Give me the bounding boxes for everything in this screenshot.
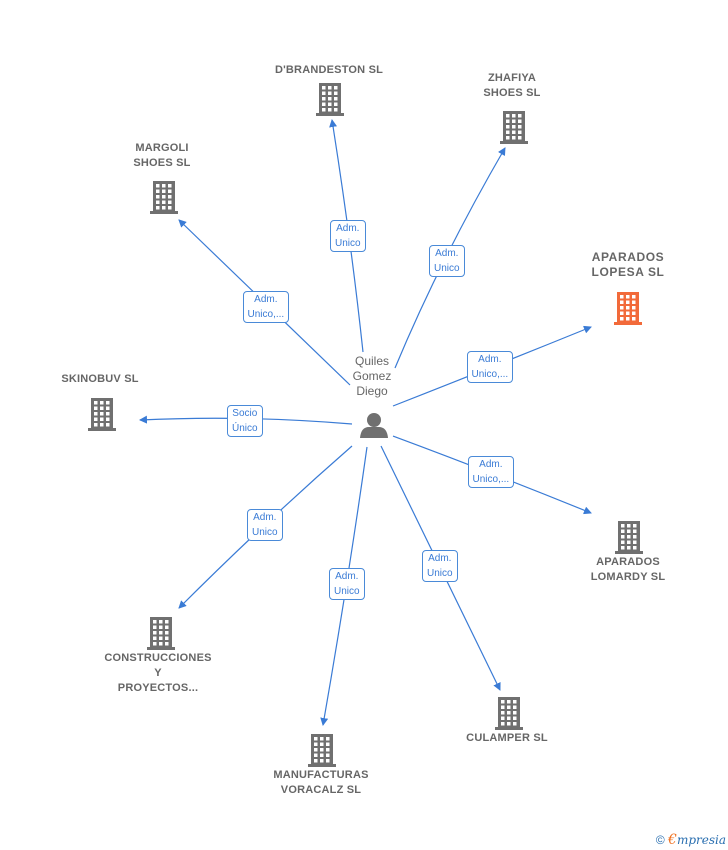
copyright-symbol: © <box>655 833 665 847</box>
relation-label-culamper: Adm. Unico <box>422 550 458 582</box>
building-icon-manufacturas[interactable] <box>308 734 336 767</box>
building-icon-zhafiya[interactable] <box>500 111 528 144</box>
relation-label-aparados-lopesa: Adm. Unico,... <box>466 351 514 383</box>
relation-label-construcciones: Adm. Unico <box>247 509 283 541</box>
company-name-aparados-lopesa[interactable]: APARADOS LOPESA SL <box>591 250 665 279</box>
building-icon-margoli[interactable] <box>150 181 178 214</box>
building-icon-aparados-lomardy[interactable] <box>615 521 643 554</box>
building-icon-skinobuv[interactable] <box>88 398 116 431</box>
person-icon[interactable] <box>360 413 388 438</box>
company-name-margoli[interactable]: MARGOLI SHOES SL <box>133 142 191 169</box>
building-icon-aparados-lopesa[interactable] <box>614 292 642 325</box>
footer-brand: © €mpresia <box>656 832 726 848</box>
relation-label-aparados-lomardy: Adm. Unico,... <box>467 456 515 488</box>
company-name-manufacturas[interactable]: MANUFACTURAS VORACALZ SL <box>273 769 369 796</box>
relation-label-skinobuv: Socio Único <box>227 405 263 437</box>
relation-label-margoli: Adm. Unico,... <box>242 291 290 323</box>
brand-logo-mark: € <box>668 832 677 848</box>
person-name[interactable]: Quiles Gomez Diego <box>352 354 392 398</box>
brand-logo-text: mpresia <box>676 833 726 847</box>
building-icon-culamper[interactable] <box>495 697 523 730</box>
company-name-aparados-lomardy[interactable]: APARADOS LOMARDY SL <box>590 556 666 583</box>
company-name-skinobuv[interactable]: SKINOBUV SL <box>61 373 139 385</box>
company-name-construcciones[interactable]: CONSTRUCCIONES Y PROYECTOS... <box>104 652 212 694</box>
building-icon-dbrandeston[interactable] <box>316 83 344 116</box>
company-name-culamper[interactable]: CULAMPER SL <box>466 732 548 744</box>
company-name-zhafiya[interactable]: ZHAFIYA SHOES SL <box>483 72 541 99</box>
company-name-dbrandeston[interactable]: D'BRANDESTON SL <box>274 64 384 76</box>
building-icon-construcciones[interactable] <box>147 617 175 650</box>
relation-label-zhafiya: Adm. Unico <box>429 245 465 277</box>
relation-label-manufacturas: Adm. Unico <box>329 568 365 600</box>
relation-label-dbrandeston: Adm. Unico <box>330 220 366 252</box>
